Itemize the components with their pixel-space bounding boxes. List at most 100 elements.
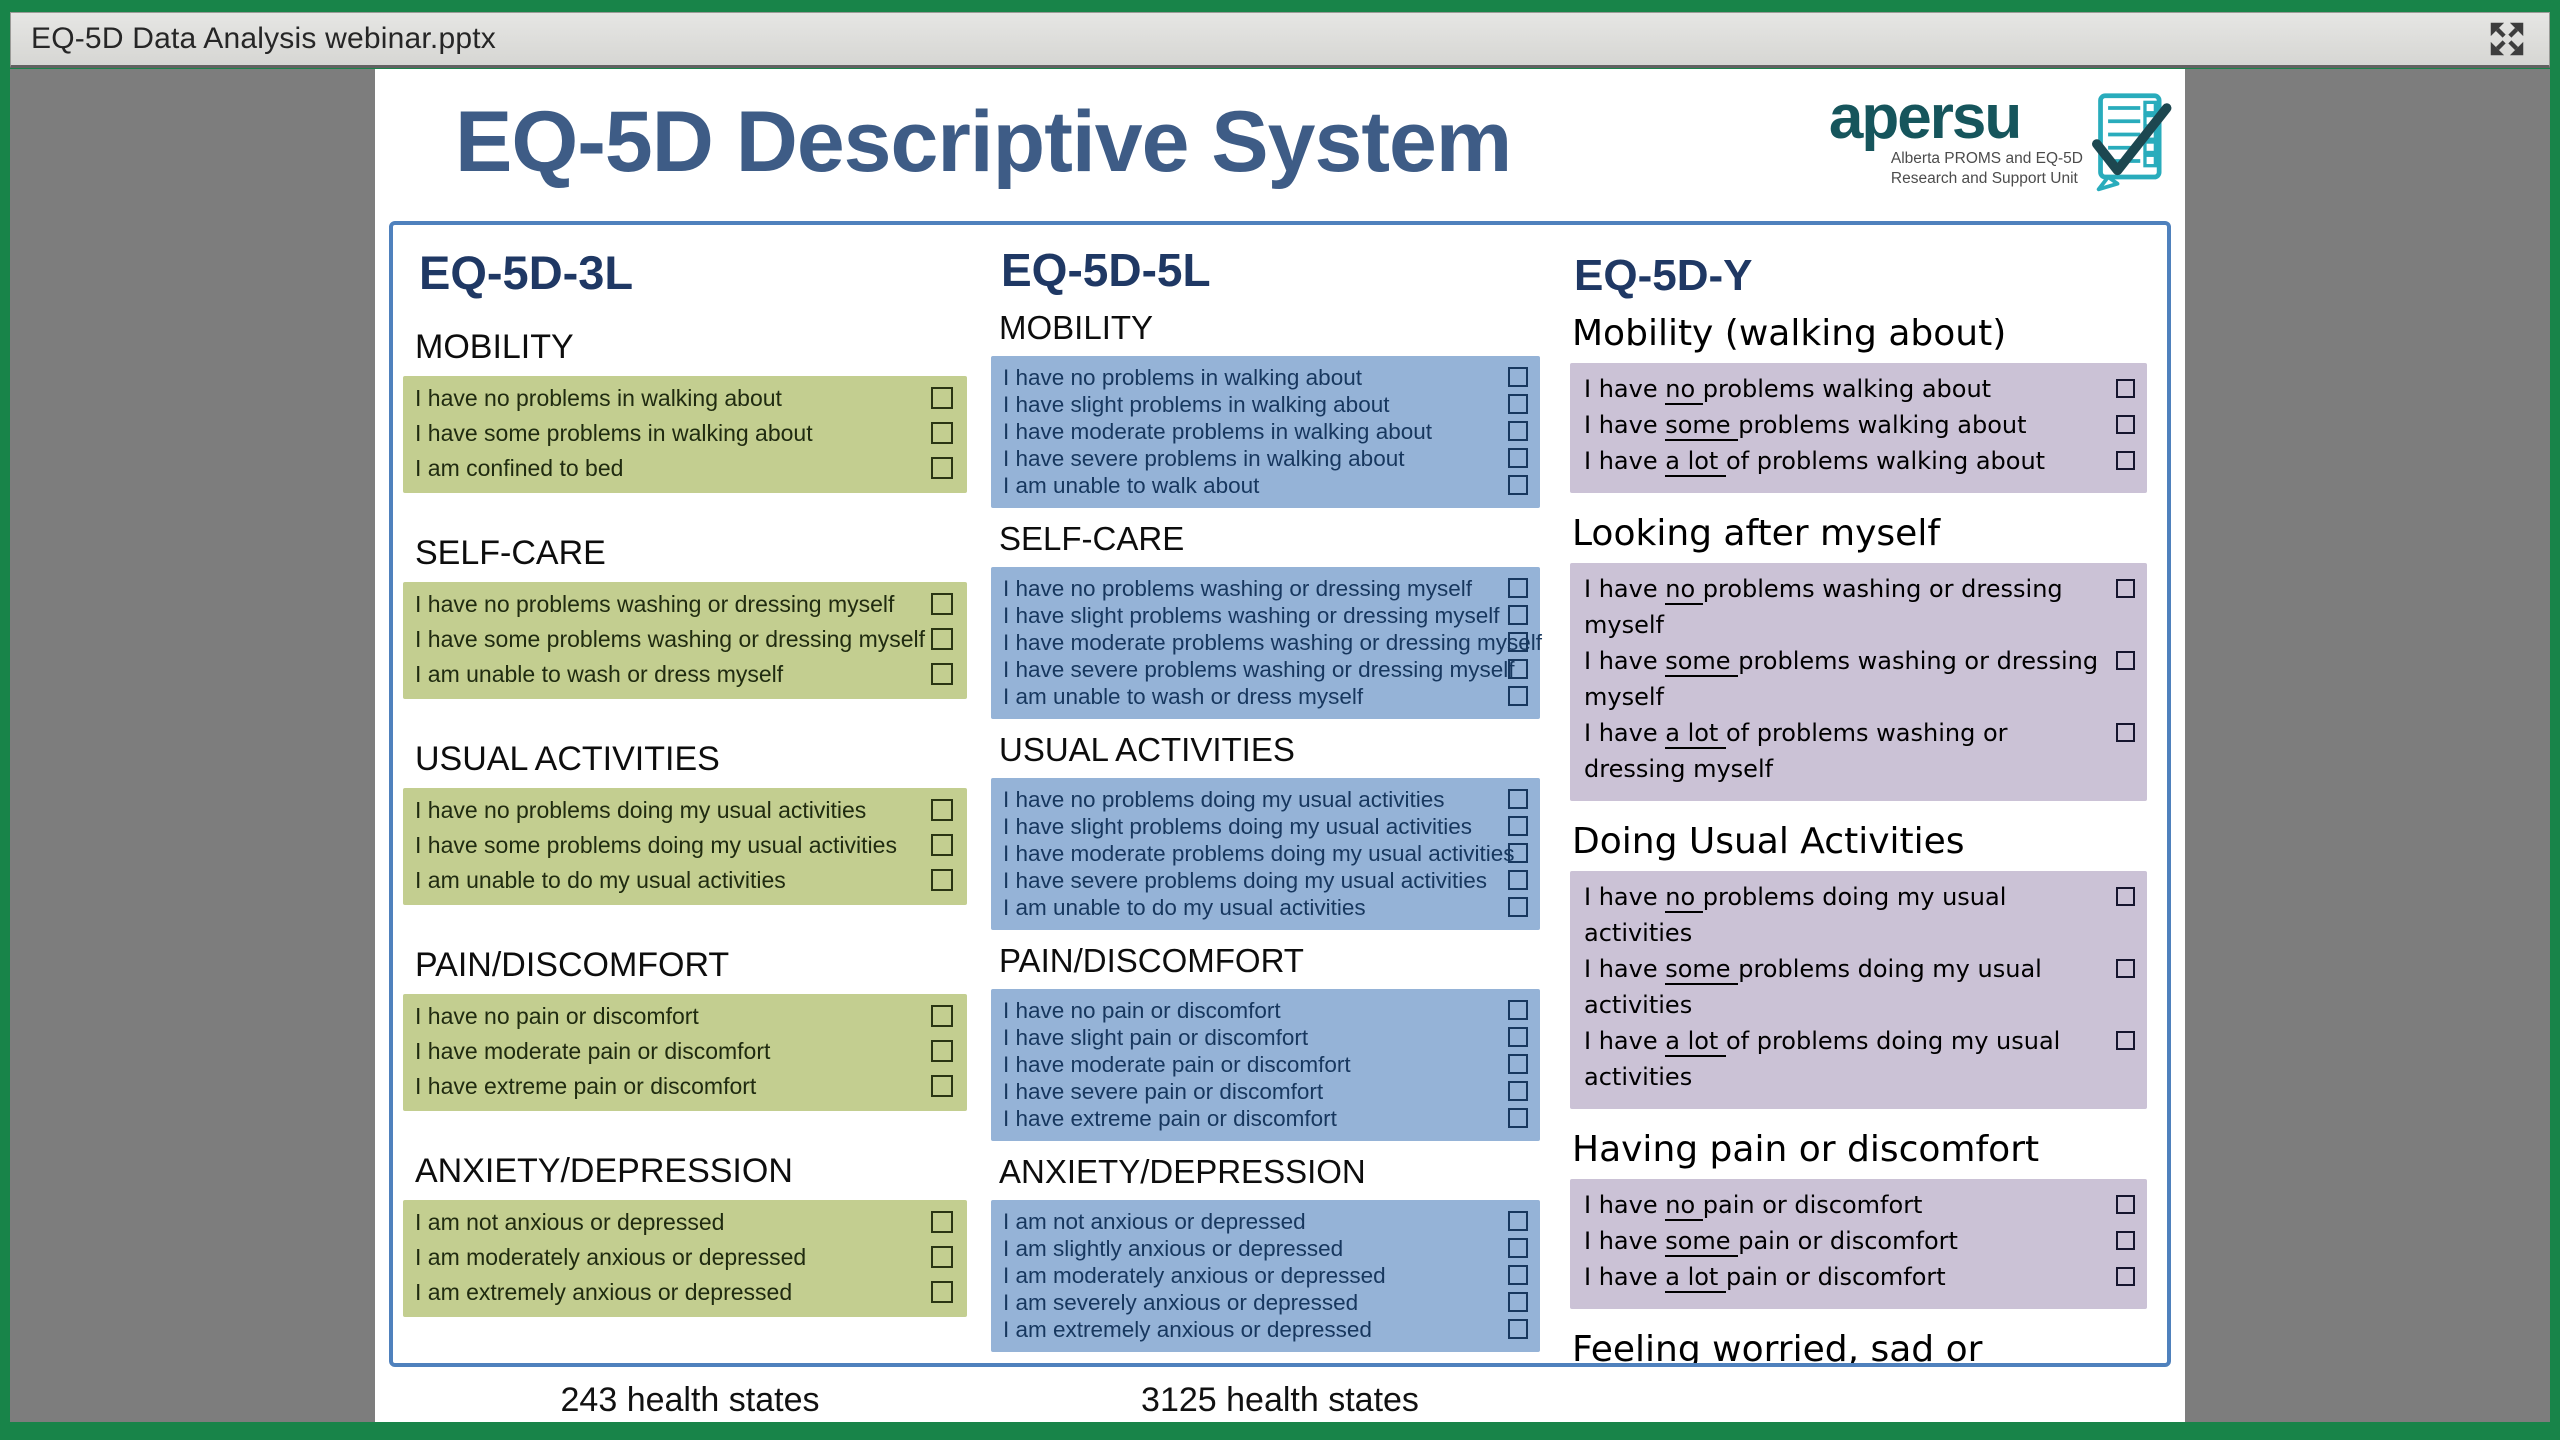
option-row: I have no problems walking about xyxy=(1584,371,2135,407)
dimension-title: Mobility (walking about) xyxy=(1572,313,2007,354)
option-label: I have a lot of problems doing my usual … xyxy=(1584,1027,2068,1091)
viewer-canvas: EQ-5D Descriptive System apersu Alberta … xyxy=(10,69,2550,1422)
options-box: I have no problems washing or dressing m… xyxy=(403,582,967,699)
dimension-title: MOBILITY xyxy=(415,328,574,366)
checkbox-icon xyxy=(931,1246,953,1268)
option-label: I am slightly anxious or depressed xyxy=(1003,1236,1344,1261)
dimension-title: USUAL ACTIVITIES xyxy=(999,731,1295,768)
checkbox-icon xyxy=(931,1281,953,1303)
options-box: I have no problems doing my usual activi… xyxy=(1570,871,2147,1109)
checkbox-icon xyxy=(1508,870,1528,890)
column-header: EQ-5D-3L xyxy=(419,246,634,299)
checkbox-icon xyxy=(1508,421,1528,441)
option-row: I have severe problems in walking about xyxy=(1003,445,1530,472)
option-label: I am unable to do my usual activities xyxy=(415,867,786,893)
checkbox-icon xyxy=(1508,1319,1528,1339)
checkbox-icon xyxy=(1508,475,1528,495)
checkbox-icon xyxy=(931,593,953,615)
option-row: I have some problems doing my usual acti… xyxy=(1584,951,2135,1023)
option-label: I have slight problems in walking about xyxy=(1003,392,1390,417)
checkbox-icon xyxy=(2116,415,2135,434)
checkbox-icon xyxy=(1508,1000,1528,1020)
option-row: I have some problems in walking about xyxy=(415,416,955,451)
window-titlebar[interactable]: EQ-5D Data Analysis webinar.pptx xyxy=(10,12,2550,68)
option-label: I have moderate pain or discomfort xyxy=(1003,1052,1351,1077)
option-label: I have a lot of problems washing or dres… xyxy=(1584,719,2016,783)
checkbox-icon xyxy=(931,799,953,821)
checkbox-icon xyxy=(1508,367,1528,387)
option-label: I am unable to wash or dress myself xyxy=(1003,684,1364,709)
dimension-title: SELF-CARE xyxy=(999,520,1185,557)
option-label: I have some problems walking about xyxy=(1584,411,2027,441)
option-row: I am moderately anxious or depressed xyxy=(1003,1262,1530,1289)
option-label: I have no pain or discomfort xyxy=(1003,998,1281,1023)
options-box: I have no problems doing my usual activi… xyxy=(991,778,1540,930)
option-label: I have no problems in walking about xyxy=(415,385,782,411)
dimension-title: Looking after myself xyxy=(1572,513,1940,554)
option-row: I have no pain or discomfort xyxy=(1003,997,1530,1024)
checkbox-icon xyxy=(1508,659,1528,679)
option-row: I have no problems washing or dressing m… xyxy=(1584,571,2135,643)
option-row: I have severe problems doing my usual ac… xyxy=(1003,867,1530,894)
checkbox-icon xyxy=(2116,723,2135,742)
option-row: I am unable to wash or dress myself xyxy=(1003,683,1530,710)
checkbox-icon xyxy=(931,1005,953,1027)
option-row: I am extremely anxious or depressed xyxy=(1003,1316,1530,1343)
option-row: I am extremely anxious or depressed xyxy=(415,1275,955,1310)
dimension-section: MOBILITY I have no problems in walking ab… xyxy=(403,329,967,493)
checkbox-icon xyxy=(931,663,953,685)
option-row: I am confined to bed xyxy=(415,451,955,486)
option-label: I have a lot pain or discomfort xyxy=(1584,1263,1946,1293)
option-row: I have some problems walking about xyxy=(1584,407,2135,443)
checkbox-icon xyxy=(931,1075,953,1097)
checkbox-icon xyxy=(1508,394,1528,414)
checkbox-icon xyxy=(1508,578,1528,598)
logo-tagline: Alberta PROMS and EQ-5D Research and Sup… xyxy=(1829,149,2083,189)
option-row: I have no problems doing my usual activi… xyxy=(1003,786,1530,813)
option-label: I have slight problems washing or dressi… xyxy=(1003,603,1500,628)
fullscreen-button[interactable] xyxy=(2481,16,2533,62)
option-row: I have some pain or discomfort xyxy=(1584,1223,2135,1259)
checkbox-icon xyxy=(1508,816,1528,836)
options-box: I have no pain or discomfort I have some … xyxy=(1570,1179,2147,1309)
logo-text-block: apersu Alberta PROMS and EQ-5D Research … xyxy=(1829,87,2083,189)
option-label: I have extreme pain or discomfort xyxy=(415,1073,757,1099)
checkbox-icon xyxy=(1508,448,1528,468)
column-header: EQ-5D-5L xyxy=(1001,244,1211,296)
option-label: I have some problems doing my usual acti… xyxy=(415,832,897,858)
checkbox-icon xyxy=(1508,605,1528,625)
option-label: I have moderate problems doing my usual … xyxy=(1003,841,1515,866)
health-states-3l: 243 health states xyxy=(560,1381,820,1419)
checkbox-icon xyxy=(1508,632,1528,652)
option-row: I am unable to walk about xyxy=(1003,472,1530,499)
option-label: I have no pain or discomfort xyxy=(1584,1191,1923,1221)
dimension-section: USUAL ACTIVITIES I have no problems doing… xyxy=(991,733,1540,930)
option-row: I have slight pain or discomfort xyxy=(1003,1024,1530,1051)
option-label: I have moderate pain or discomfort xyxy=(415,1038,771,1064)
option-row: I have a lot of problems walking about xyxy=(1584,443,2135,479)
dimension-title: PAIN/DISCOMFORT xyxy=(415,946,730,984)
option-row: I have no problems in walking about xyxy=(415,381,955,416)
window-title: EQ-5D Data Analysis webinar.pptx xyxy=(31,22,496,55)
option-label: I have severe pain or discomfort xyxy=(1003,1079,1324,1104)
option-label: I have moderate problems in walking abou… xyxy=(1003,419,1432,444)
checkbox-icon xyxy=(1508,789,1528,809)
option-row: I am moderately anxious or depressed xyxy=(415,1240,955,1275)
option-label: I am moderately anxious or depressed xyxy=(415,1244,807,1270)
option-label: I have severe problems doing my usual ac… xyxy=(1003,868,1487,893)
option-row: I am severely anxious or depressed xyxy=(1003,1289,1530,1316)
dimension-title: MOBILITY xyxy=(999,309,1154,346)
option-row: I have slight problems doing my usual ac… xyxy=(1003,813,1530,840)
dimension-section: MOBILITY I have no problems in walking ab… xyxy=(991,311,1540,508)
option-row: I have no pain or discomfort xyxy=(1584,1187,2135,1223)
option-label: I am not anxious or depressed xyxy=(1003,1209,1306,1234)
option-label: I am extremely anxious or depressed xyxy=(415,1279,793,1305)
option-label: I have some pain or discomfort xyxy=(1584,1227,1958,1257)
option-row: I have no problems doing my usual activi… xyxy=(415,793,955,828)
